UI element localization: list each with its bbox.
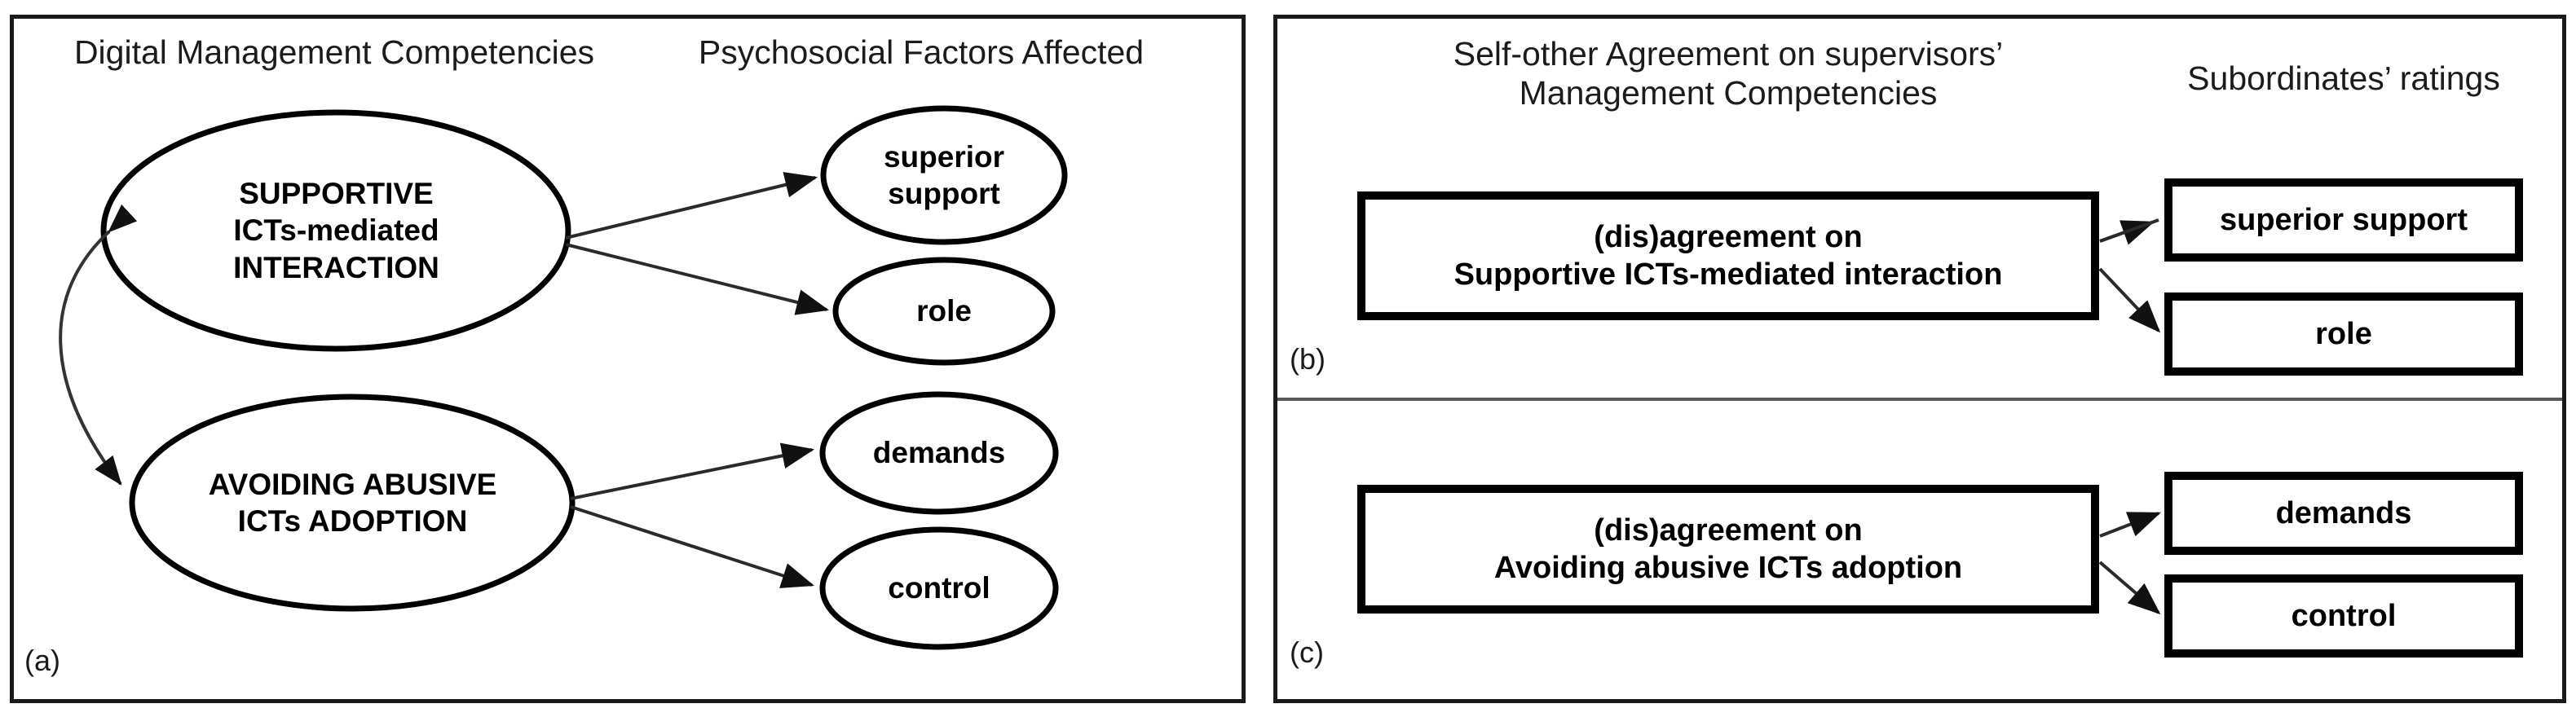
panel-a-frame	[10, 15, 1246, 703]
panel-b-header-left: Self-other Agreement on supervisors’ Man…	[1453, 35, 2004, 112]
panel-b-caption: (b)	[1290, 342, 1325, 376]
panel-a-header-right: Psychosocial Factors Affected	[698, 33, 1145, 71]
panel-c-caption: (c)	[1290, 636, 1324, 669]
panel-b-header-right: Subordinates’ ratings	[2187, 59, 2500, 97]
panel-a-caption: (a)	[24, 644, 60, 677]
panel-bc-frame	[1273, 15, 2566, 703]
panel-a-header-left: Digital Management Competencies	[73, 33, 595, 71]
